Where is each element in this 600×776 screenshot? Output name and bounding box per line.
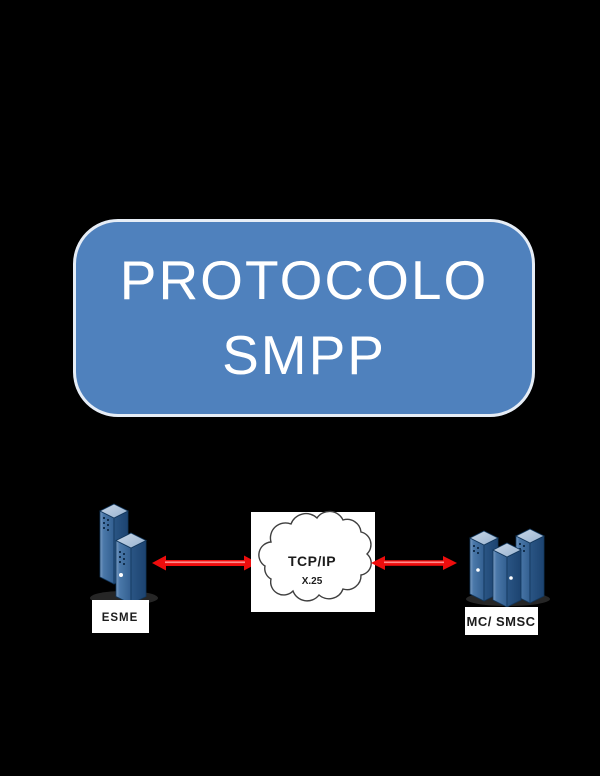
smsc-label-box [465,607,538,635]
network-cloud-icon [258,510,372,602]
cloud-protocol-label: TCP/IP [288,553,336,569]
title-line-1: PROTOCOLO [119,249,489,311]
esme-server-icon [90,503,158,605]
smsc-led-dot [509,576,513,580]
smpp-link-right-arrow [371,556,457,570]
smsc-label: MC/ SMSC [467,614,536,629]
title-banner: PROTOCOLO SMPP [73,219,535,417]
cloud-subprotocol-label: X.25 [302,576,323,587]
esme-led-dot [119,573,123,577]
esme-label-box [92,600,149,633]
title-line-2: SMPP [222,324,386,386]
esme-label: ESME [102,612,139,624]
network-diagram: ESME TCP/IP X.25 [90,503,550,635]
smpp-link-left-arrow [152,555,258,571]
network-cloud: TCP/IP X.25 [251,510,375,612]
smsc-server-icon [466,528,550,608]
